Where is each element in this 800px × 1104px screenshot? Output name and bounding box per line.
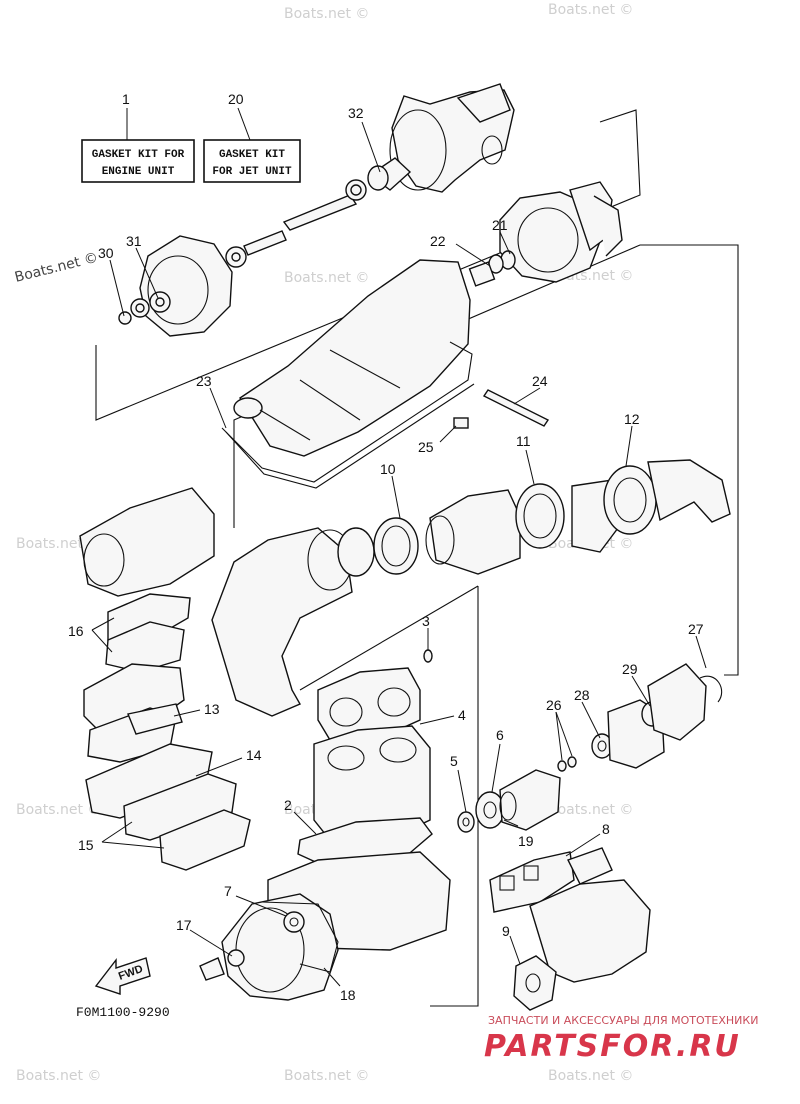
- kit-engine-line2: ENGINE UNIT: [102, 166, 175, 178]
- callout-16: 16: [68, 623, 84, 639]
- circlip-27: [699, 675, 723, 703]
- callout-13: 13: [204, 701, 220, 717]
- exhaust-manifold: [529, 847, 651, 983]
- gasket-13: [127, 703, 183, 735]
- watermark: Boats.net ©: [548, 2, 633, 18]
- gasket-12: [603, 459, 731, 535]
- kit-box-jet: GASKET KIT FOR JET UNIT: [203, 139, 301, 183]
- intake-housing-left: [118, 235, 233, 337]
- callout-32: 32: [348, 105, 364, 121]
- intake-duct: [233, 259, 471, 457]
- washer-3: [423, 649, 433, 663]
- callout-14: 14: [246, 747, 262, 763]
- callout-25: 25: [418, 439, 434, 455]
- fwd-arrow-icon: FWD: [94, 957, 151, 995]
- oil-seal-7: [283, 911, 305, 933]
- watermark: Boats.net ©: [548, 1068, 633, 1084]
- reed-valve-14: [85, 743, 237, 841]
- shaft-assembly: [225, 179, 367, 268]
- callout-8: 8: [602, 821, 610, 837]
- cylinder-head-gasket-4: [317, 667, 421, 741]
- callout-1: 1: [122, 91, 130, 107]
- callout-7: 7: [224, 883, 232, 899]
- callout-22: 22: [430, 233, 446, 249]
- callout-10: 10: [380, 461, 396, 477]
- callout-20: 20: [228, 91, 244, 107]
- callout-5: 5: [450, 753, 458, 769]
- callout-18: 18: [340, 987, 356, 1003]
- callout-12: 12: [624, 411, 640, 427]
- callout-21: 21: [492, 217, 508, 233]
- callout-11: 11: [516, 433, 531, 449]
- pad-25: [453, 417, 469, 429]
- part-17: [199, 949, 245, 981]
- watermark: Boats.net ©: [13, 250, 100, 286]
- callout-19: 19: [518, 833, 534, 849]
- callout-15: 15: [78, 837, 94, 853]
- callout-29: 29: [622, 661, 638, 677]
- collar-5: [457, 811, 475, 833]
- bar-24: [482, 389, 550, 427]
- callout-9: 9: [502, 923, 510, 939]
- gasket-18: [261, 901, 339, 973]
- group-outlines: [95, 109, 739, 1007]
- callout-30: 30: [98, 245, 114, 261]
- kit-box-engine: GASKET KIT FOR ENGINE UNIT: [81, 139, 195, 183]
- watermark: Boats.net ©: [284, 6, 369, 22]
- callout-numbers: 1 20 32 21 22 30 31 23 24 25 10 11 12 16…: [68, 91, 704, 1003]
- orings-26: [557, 756, 577, 772]
- watermark: Boats.net ©: [548, 802, 633, 818]
- bearing-29: [641, 663, 707, 741]
- callout-24: 24: [532, 373, 548, 389]
- brand-overlay: ЗАПЧАСТИ И АКСЕССУАРЫ ДЛЯ МОТОТЕХНИКИ PA…: [484, 1014, 758, 1064]
- jet-nozzle-housing: [389, 83, 515, 193]
- kit-engine-line1: GASKET KIT FOR: [92, 149, 185, 161]
- watermark: Boats.net ©: [284, 1068, 369, 1084]
- callout-6: 6: [496, 727, 504, 743]
- kit-jet-line2: FOR JET UNIT: [212, 166, 292, 178]
- gasket-15: [159, 809, 251, 871]
- manifold-gasket-8: [489, 851, 575, 913]
- watermark: Boats.net ©: [284, 270, 369, 286]
- callout-23: 23: [196, 373, 212, 389]
- duct-gasket-23: [221, 341, 475, 489]
- diagram-code: F0M1100-9290: [76, 1005, 170, 1020]
- watermark: Boats.net ©: [16, 1068, 101, 1084]
- exhaust-chamber: [425, 489, 521, 575]
- exhaust-elbow: [211, 527, 353, 717]
- air-silencer: [79, 487, 215, 597]
- callout-17: 17: [176, 917, 192, 933]
- gasket-9: [513, 955, 557, 1011]
- callout-28: 28: [574, 687, 590, 703]
- gasket-10: [337, 517, 419, 577]
- kit-jet-line1: GASKET KIT: [219, 149, 285, 161]
- callout-26: 26: [546, 697, 562, 713]
- cylinder-block: [313, 725, 431, 841]
- carb-gasket-16: [105, 593, 191, 673]
- coupling-19: [499, 769, 561, 831]
- brand-logo: PARTSFOR.RU: [484, 1029, 741, 1064]
- base-gasket-2: [297, 817, 433, 865]
- impeller-housing-right: [468, 181, 623, 287]
- brand-tagline: ЗАПЧАСТИ И АКСЕССУАРЫ ДЛЯ МОТОТЕХНИКИ: [488, 1014, 758, 1027]
- callout-31: 31: [126, 233, 142, 249]
- callout-27: 27: [688, 621, 704, 637]
- callout-4: 4: [458, 707, 466, 723]
- callout-2: 2: [284, 797, 292, 813]
- leader-lines: [91, 107, 707, 987]
- watermark: Boats.net ©: [16, 802, 101, 818]
- callout-3: 3: [422, 613, 430, 629]
